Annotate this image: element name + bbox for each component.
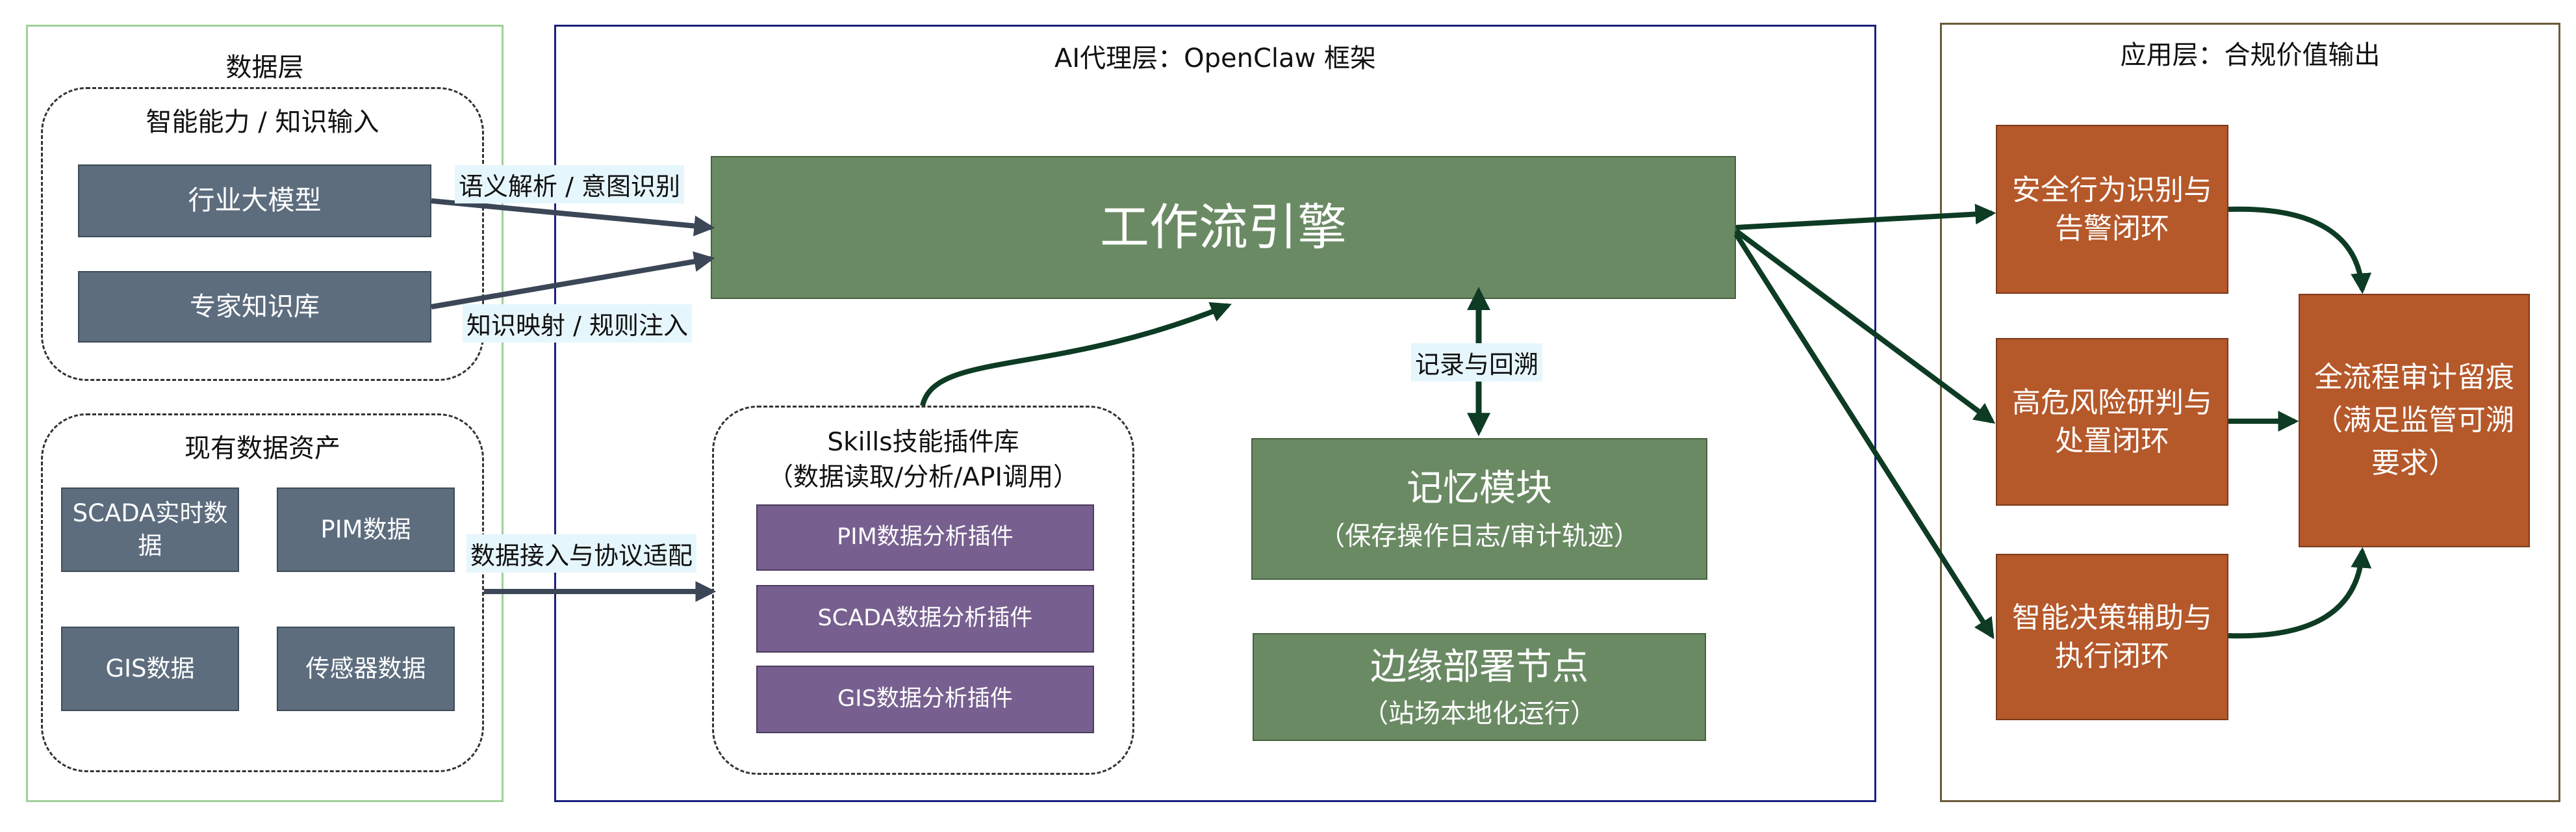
- skills-subtitle: （数据读取/分析/API调用）: [768, 463, 1078, 492]
- edge-node-subtitle: （站场本地化运行）: [1362, 698, 1596, 729]
- edge-node-title: 边缘部署节点: [1370, 646, 1588, 689]
- safety-behavior-box[interactable]: 安全行为识别与告警闭环: [1996, 125, 2228, 294]
- data-layer-panel: 数据层: [26, 25, 504, 802]
- knowledge-mapping-label: 知识映射 / 规则注入: [463, 304, 692, 343]
- scada-plugin-box[interactable]: SCADA数据分析插件: [756, 585, 1094, 653]
- workflow-engine-box[interactable]: 工作流引擎: [711, 156, 1736, 299]
- gis-data-box[interactable]: GIS数据: [61, 627, 239, 711]
- skills-title: Skills技能插件库: [827, 428, 1019, 457]
- gis-plugin-box[interactable]: GIS数据分析插件: [756, 666, 1094, 733]
- scada-data-box[interactable]: SCADA实时数据: [61, 488, 239, 572]
- edge-node-box[interactable]: 边缘部署节点 （站场本地化运行）: [1253, 633, 1706, 741]
- pim-plugin-box[interactable]: PIM数据分析插件: [756, 504, 1094, 571]
- data-assets-group: 现有数据资产: [41, 413, 484, 772]
- memory-module-title: 记忆模块: [1407, 467, 1552, 510]
- data-assets-group-title: 现有数据资产: [185, 434, 340, 463]
- memory-module-subtitle: （保存操作日志/审计轨迹）: [1319, 521, 1640, 551]
- memory-module-box[interactable]: 记忆模块 （保存操作日志/审计轨迹）: [1251, 438, 1707, 580]
- app-layer-title: 应用层：合规价值输出: [2120, 40, 2380, 70]
- workflow-engine-title: 工作流引擎: [1100, 198, 1347, 256]
- ai-knowledge-group-title: 智能能力 / 知识输入: [146, 107, 379, 137]
- semantic-parsing-label: 语义解析 / 意图识别: [455, 165, 684, 203]
- risk-assessment-box[interactable]: 高危风险研判与处置闭环: [1996, 338, 2228, 506]
- record-trace-label: 记录与回溯: [1411, 343, 1543, 382]
- decision-support-box[interactable]: 智能决策辅助与执行闭环: [1996, 554, 2228, 720]
- sensor-data-box[interactable]: 传感器数据: [277, 627, 455, 711]
- expert-knowledge-box[interactable]: 专家知识库: [78, 271, 431, 343]
- audit-trail-box[interactable]: 全流程审计留痕（满足监管可溯要求）: [2299, 294, 2530, 547]
- pim-data-box[interactable]: PIM数据: [277, 488, 455, 572]
- data-layer-title: 数据层: [225, 53, 304, 83]
- industry-model-box[interactable]: 行业大模型: [78, 164, 431, 237]
- agent-layer-title: AI代理层：OpenClaw 框架: [1054, 44, 1376, 73]
- data-access-label: 数据接入与协议适配: [466, 534, 697, 573]
